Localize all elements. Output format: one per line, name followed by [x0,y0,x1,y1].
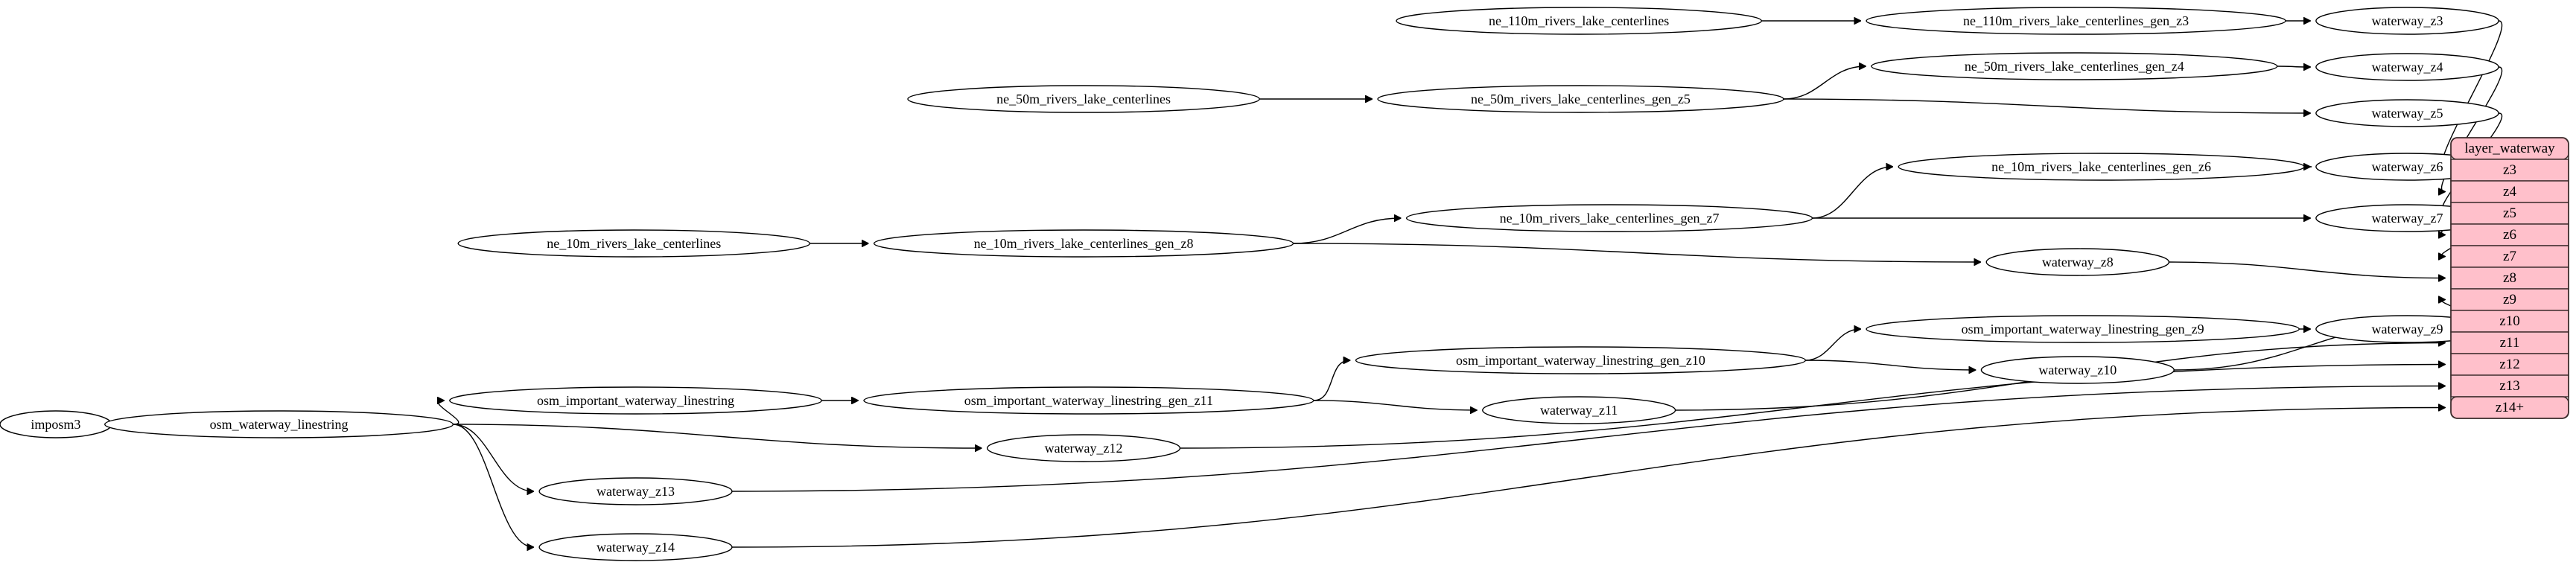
node-ne_10m_rivers_lake_centerlines_gen_z8[interactable]: ne_10m_rivers_lake_centerlines_gen_z8 [873,229,1294,258]
edge-ne_50m_rivers_lake_centerlines_gen_z4-to-waterway_z4 [2277,66,2310,67]
node-waterway_z8[interactable]: waterway_z8 [1985,248,2170,276]
node-shape-ne_50m_rivers_lake_centerlines_gen_z5 [1377,85,1784,113]
node-ne_10m_rivers_lake_centerlines_gen_z7[interactable]: ne_10m_rivers_lake_centerlines_gen_z7 [1405,204,1813,232]
edge-osm_waterway_linestring-to-waterway_z14 [453,424,533,547]
node-osm_important_waterway_linestring_gen_z11[interactable]: osm_important_waterway_linestring_gen_z1… [863,386,1314,415]
node-shape-ne_110m_rivers_lake_centerlines [1396,7,1763,35]
node-shape-ne_10m_rivers_lake_centerlines [457,229,811,258]
node-ne_50m_rivers_lake_centerlines_gen_z5[interactable]: ne_50m_rivers_lake_centerlines_gen_z5 [1377,85,1784,113]
node-shape-ne_10m_rivers_lake_centerlines_gen_z8 [873,229,1294,258]
record-row-z11[interactable] [2450,331,2569,354]
record-header-cell[interactable] [2450,137,2569,160]
edge-osm_waterway_linestring-to-osm_important_waterway_linestring [438,401,459,425]
node-osm_important_waterway_linestring_gen_z9[interactable]: osm_important_waterway_linestring_gen_z9 [1866,315,2300,343]
node-ne_50m_rivers_lake_centerlines[interactable]: ne_50m_rivers_lake_centerlines [907,85,1260,113]
record-row-z10[interactable] [2450,310,2569,333]
node-shape-ne_50m_rivers_lake_centerlines_gen_z4 [1871,52,2278,80]
node-waterway_z4[interactable]: waterway_z4 [2315,53,2499,81]
node-waterway_z14[interactable]: waterway_z14 [538,533,733,561]
node-osm_important_waterway_linestring_gen_z10[interactable]: osm_important_waterway_linestring_gen_z1… [1355,346,1807,374]
node-waterway_z12[interactable]: waterway_z12 [986,434,1181,462]
record-row-z3[interactable] [2450,159,2569,182]
node-shape-ne_110m_rivers_lake_centerlines_gen_z3 [1866,7,2286,35]
edge-ne_10m_rivers_lake_centerlines_gen_z8-to-ne_10m_rivers_lake_centerlines_gen_z7 [1293,218,1401,244]
node-shape-waterway_z13 [538,477,733,505]
node-ne_50m_rivers_lake_centerlines_gen_z4[interactable]: ne_50m_rivers_lake_centerlines_gen_z4 [1871,52,2278,80]
edge-ne_50m_rivers_lake_centerlines_gen_z5-to-ne_50m_rivers_lake_centerlines_gen_z4 [1783,66,1866,100]
edges-layer [94,21,2503,548]
node-shape-waterway_z12 [986,434,1181,462]
record-row-z9[interactable] [2450,288,2569,311]
record-row-z13[interactable] [2450,374,2569,398]
edge-osm_important_waterway_linestring_gen_z10-to-osm_important_waterway_linestring_gen_z9 [1805,329,1860,361]
edge-waterway_z12-to-layer_waterway:z12 [1180,365,2445,449]
edge-waterway_z4-to-layer_waterway:z4 [2442,66,2503,192]
node-shape-imposm3 [0,410,112,438]
node-shape-osm_waterway_linestring [104,410,454,438]
node-shape-ne_10m_rivers_lake_centerlines_gen_z7 [1405,204,1813,232]
node-shape-osm_important_waterway_linestring_gen_z9 [1866,315,2300,343]
node-ne_110m_rivers_lake_centerlines[interactable]: ne_110m_rivers_lake_centerlines [1396,7,1763,35]
node-shape-waterway_z5 [2315,99,2499,127]
node-shape-osm_important_waterway_linestring [449,386,822,415]
edge-waterway_z14-to-layer_waterway:z14+ [731,408,2445,548]
node-osm_important_waterway_linestring[interactable]: osm_important_waterway_linestring [449,386,822,415]
node-imposm3[interactable]: imposm3 [0,410,112,438]
record-row-z6[interactable] [2450,223,2569,246]
node-shape-waterway_z14 [538,533,733,561]
node-shape-waterway_z8 [1985,248,2170,276]
node-waterway_z11[interactable]: waterway_z11 [1482,396,1676,424]
node-shape-waterway_z3 [2315,7,2499,35]
record-row-z12[interactable] [2450,353,2569,376]
node-ne_10m_rivers_lake_centerlines[interactable]: ne_10m_rivers_lake_centerlines [457,229,811,258]
node-shape-waterway_z11 [1482,396,1676,424]
edge-osm_waterway_linestring-to-waterway_z13 [453,424,533,491]
edge-ne_50m_rivers_lake_centerlines_gen_z5-to-waterway_z5 [1783,98,2310,113]
node-shape-ne_50m_rivers_lake_centerlines [907,85,1260,113]
record-row-z14+[interactable] [2450,396,2569,419]
node-waterway_z5[interactable]: waterway_z5 [2315,99,2499,127]
edge-ne_10m_rivers_lake_centerlines_gen_z7-to-ne_10m_rivers_lake_centerlines_gen_z6 [1812,167,1892,219]
edge-osm_important_waterway_linestring_gen_z11-to-osm_important_waterway_linestring_gen_z10 [1313,360,1350,401]
node-waterway_z13[interactable]: waterway_z13 [538,477,733,505]
record-row-z8[interactable] [2450,267,2569,290]
node-shape-waterway_z4 [2315,53,2499,81]
node-shape-waterway_z10 [1980,356,2175,384]
record-node-layer: layer_waterwayz3z4z5z6z7z8z9z10z11z12z13… [2450,137,2569,419]
edge-waterway_z8-to-layer_waterway:z8 [2169,261,2445,278]
node-shape-osm_important_waterway_linestring_gen_z10 [1355,346,1807,374]
edge-ne_10m_rivers_lake_centerlines_gen_z8-to-waterway_z8 [1293,243,1981,262]
node-shape-ne_10m_rivers_lake_centerlines_gen_z6 [1898,153,2305,181]
edge-osm_waterway_linestring-to-waterway_z12 [453,424,981,448]
node-ne_10m_rivers_lake_centerlines_gen_z6[interactable]: ne_10m_rivers_lake_centerlines_gen_z6 [1898,153,2305,181]
node-ne_110m_rivers_lake_centerlines_gen_z3[interactable]: ne_110m_rivers_lake_centerlines_gen_z3 [1866,7,2286,35]
record-row-z7[interactable] [2450,245,2569,268]
record-outer-border [2450,137,2569,419]
node-waterway_z10[interactable]: waterway_z10 [1980,356,2175,384]
edge-osm_important_waterway_linestring_gen_z10-to-waterway_z10 [1805,360,1975,370]
edge-waterway_z13-to-layer_waterway:z13 [731,386,2445,492]
node-shape-osm_important_waterway_linestring_gen_z11 [863,386,1314,415]
record-row-z5[interactable] [2450,202,2569,225]
node-waterway_z3[interactable]: waterway_z3 [2315,7,2499,35]
record-node-layer_waterway[interactable]: layer_waterwayz3z4z5z6z7z8z9z10z11z12z13… [2450,137,2569,419]
node-osm_waterway_linestring[interactable]: osm_waterway_linestring [104,410,454,438]
edge-osm_important_waterway_linestring_gen_z11-to-waterway_z11 [1313,400,1477,410]
record-row-z4[interactable] [2450,180,2569,203]
